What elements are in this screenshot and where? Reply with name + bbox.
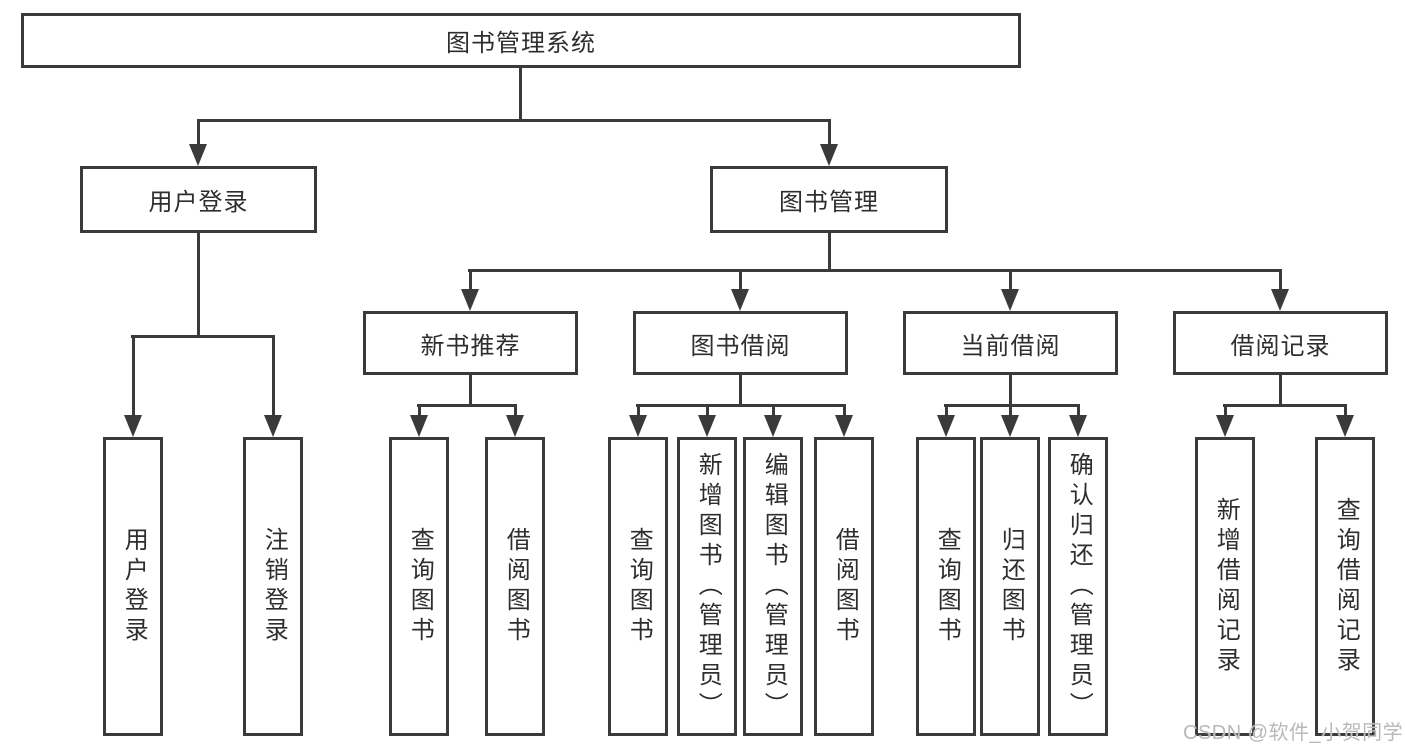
connector-drop-borrowing-records <box>1279 269 1282 291</box>
connector-bb-stem <box>739 375 742 407</box>
leaf-br-query-record: 查询借阅记录 <box>1315 437 1375 736</box>
node-current-borrowing-label: 当前借阅 <box>960 332 1061 360</box>
leaf-br-add-record: 新增借阅记录 <box>1195 437 1255 736</box>
leaf-bb-edit-books-label: 编辑图书（管理员） <box>760 451 788 722</box>
node-new-book-recommendation-label: 新书推荐 <box>420 332 521 360</box>
connector-drop-cb-return <box>1009 404 1012 417</box>
node-borrowing-records: 借阅记录 <box>1173 311 1388 375</box>
leaf-logout-label: 注销登录 <box>260 526 288 647</box>
connector-user-login-rail <box>131 335 275 338</box>
connector-drop-book-management <box>828 119 831 146</box>
leaf-cb-query-books-label: 查询图书 <box>933 526 961 647</box>
connector-nbr-stem <box>469 375 472 407</box>
connector-drop-book-borrowing <box>739 269 742 291</box>
leaf-nbr-borrow-books: 借阅图书 <box>485 437 545 736</box>
csdn-watermark: CSDN @软件_小贺同学 <box>1183 722 1404 744</box>
leaf-bb-query-books: 查询图书 <box>608 437 668 736</box>
arrow-down-icon <box>506 415 524 437</box>
connector-cb-stem <box>1009 375 1012 407</box>
arrow-down-icon <box>1001 289 1019 311</box>
connector-drop-br-query <box>1344 404 1347 417</box>
connector-drop-nbr-query <box>418 404 421 417</box>
node-book-management: 图书管理 <box>710 166 948 233</box>
leaf-logout: 注销登录 <box>243 437 303 736</box>
leaf-cb-confirm-return: 确认归还（管理员） <box>1048 437 1108 736</box>
connector-root-stem <box>519 67 522 122</box>
node-user-login-label: 用户登录 <box>148 189 249 216</box>
arrow-down-icon <box>820 144 838 166</box>
arrow-down-icon <box>124 415 142 437</box>
connector-br-rail <box>1223 404 1347 407</box>
connector-drop-leaf-user-login <box>132 335 135 417</box>
leaf-user-login: 用户登录 <box>103 437 163 736</box>
connector-br-stem <box>1279 375 1282 407</box>
connector-level2-rail <box>197 119 831 122</box>
leaf-bb-add-books: 新增图书（管理员） <box>677 437 737 736</box>
connector-bb-rail <box>636 404 846 407</box>
arrow-down-icon <box>1069 415 1087 437</box>
connector-drop-cb-query <box>945 404 948 417</box>
connector-drop-br-add <box>1224 404 1227 417</box>
connector-user-login-stem <box>197 233 200 338</box>
node-book-borrowing-label: 图书借阅 <box>690 332 791 360</box>
connector-drop-current-borrowing <box>1009 269 1012 291</box>
node-current-borrowing: 当前借阅 <box>903 311 1118 375</box>
arrow-down-icon <box>764 415 782 437</box>
leaf-user-login-label: 用户登录 <box>120 526 148 647</box>
node-user-login: 用户登录 <box>80 166 317 233</box>
arrow-down-icon <box>264 415 282 437</box>
connector-cb-rail <box>944 404 1080 407</box>
connector-drop-bb-borrow <box>843 404 846 417</box>
connector-drop-nbr-borrow <box>514 404 517 417</box>
arrow-down-icon <box>189 144 207 166</box>
leaf-br-query-record-label: 查询借阅记录 <box>1332 496 1360 677</box>
node-root-label: 图书管理系统 <box>446 30 596 57</box>
connector-book-management-stem <box>828 233 831 272</box>
node-book-management-label: 图书管理 <box>779 189 879 216</box>
arrow-down-icon <box>1001 415 1019 437</box>
connector-drop-bb-add <box>706 404 709 417</box>
arrow-down-icon <box>835 415 853 437</box>
leaf-bb-query-books-label: 查询图书 <box>625 526 653 647</box>
connector-drop-cb-confirm <box>1077 404 1080 417</box>
leaf-bb-borrow-books: 借阅图书 <box>814 437 874 736</box>
leaf-nbr-query-books-label: 查询图书 <box>406 526 434 647</box>
leaf-br-add-record-label: 新增借阅记录 <box>1212 496 1240 677</box>
node-borrowing-records-label: 借阅记录 <box>1230 332 1331 360</box>
arrow-down-icon <box>629 415 647 437</box>
connector-drop-leaf-logout <box>272 335 275 417</box>
leaf-cb-query-books: 查询图书 <box>916 437 976 736</box>
connector-drop-new-book-recommendation <box>469 269 472 291</box>
leaf-bb-borrow-books-label: 借阅图书 <box>831 526 859 647</box>
arrow-down-icon <box>1271 289 1289 311</box>
arrow-down-icon <box>1336 415 1354 437</box>
node-new-book-recommendation: 新书推荐 <box>363 311 578 375</box>
leaf-bb-edit-books: 编辑图书（管理员） <box>743 437 803 736</box>
node-root: 图书管理系统 <box>21 13 1021 68</box>
leaf-nbr-borrow-books-label: 借阅图书 <box>502 526 530 647</box>
connector-drop-user-login <box>197 119 200 146</box>
arrow-down-icon <box>1216 415 1234 437</box>
connector-level3-rail <box>468 269 1282 272</box>
leaf-bb-add-books-label: 新增图书（管理员） <box>694 451 722 722</box>
leaf-cb-return-books: 归还图书 <box>980 437 1040 736</box>
leaf-cb-return-books-label: 归还图书 <box>997 526 1025 647</box>
arrow-down-icon <box>937 415 955 437</box>
arrow-down-icon <box>698 415 716 437</box>
arrow-down-icon <box>731 289 749 311</box>
arrow-down-icon <box>410 415 428 437</box>
connector-nbr-rail <box>417 404 517 407</box>
leaf-cb-confirm-return-label: 确认归还（管理员） <box>1065 451 1093 722</box>
node-book-borrowing: 图书借阅 <box>633 311 848 375</box>
leaf-nbr-query-books: 查询图书 <box>389 437 449 736</box>
connector-drop-bb-query <box>637 404 640 417</box>
connector-drop-bb-edit <box>772 404 775 417</box>
arrow-down-icon <box>461 289 479 311</box>
